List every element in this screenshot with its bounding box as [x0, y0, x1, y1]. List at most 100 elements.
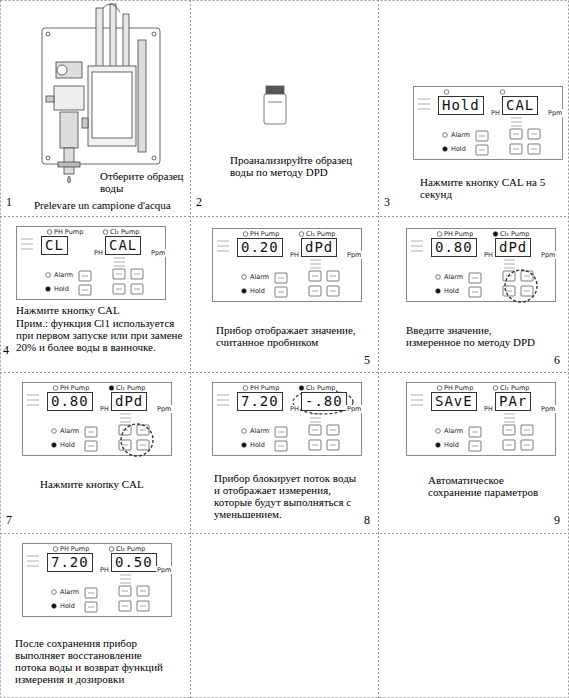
indicator-led — [500, 90, 505, 95]
key-symbol — [88, 607, 94, 608]
key-symbol — [278, 292, 284, 293]
probe — [123, 14, 129, 68]
step-panel: Нажмите кнопку CALПрим.: функция Cl1 исп… — [0, 216, 190, 372]
step-panel: Проанализируйте образец воды по методу D… — [190, 0, 378, 216]
scale-mark — [217, 400, 229, 401]
display-label: Ppm — [540, 251, 556, 259]
scale-mark — [310, 422, 321, 423]
display-label: PH Pump — [443, 384, 474, 392]
display-label: Hold — [443, 287, 460, 295]
key-symbol — [134, 289, 140, 290]
display-label: Cl₂ Pump — [115, 384, 146, 392]
key-symbol — [479, 150, 485, 151]
tap-handle — [58, 162, 80, 167]
key-button — [503, 425, 515, 435]
valve-knob — [57, 65, 67, 75]
grid-line — [0, 216, 569, 217]
step-panel: Нажмите кнопку CAL7PH PumpCl₂ Pump0.80PH… — [0, 372, 190, 533]
key-symbol — [472, 446, 478, 447]
display-label: Cl₂ Pump — [115, 545, 146, 553]
scale-mark — [411, 400, 423, 401]
display-label: PH Pump — [249, 384, 280, 392]
key-button — [85, 588, 97, 598]
key-symbol — [122, 445, 128, 446]
scale-mark — [21, 244, 33, 245]
key-symbol — [479, 136, 485, 137]
display-label: Cl₂ Pump — [499, 384, 530, 392]
scale-mark — [504, 268, 515, 269]
scale-mark — [217, 246, 229, 247]
key-symbol — [116, 274, 122, 275]
key-button — [275, 273, 287, 283]
key-button — [309, 286, 321, 296]
display-label: Cl₂ Pump — [109, 228, 140, 236]
display-label: PH Pump — [59, 384, 90, 392]
vial-mark — [268, 102, 282, 103]
scale-mark — [120, 422, 131, 423]
indicator-led — [46, 287, 51, 292]
lcd-readout: 0.80 — [431, 238, 477, 257]
key-button — [113, 284, 125, 294]
step-number: 4 — [3, 344, 15, 356]
key-button — [119, 586, 131, 596]
key-symbol — [312, 291, 318, 292]
step-caption: Прибор блокирует поток воды и отображает… — [214, 472, 364, 520]
scale-mark — [27, 566, 39, 567]
display-label: PH — [483, 251, 494, 259]
key-symbol — [513, 134, 519, 135]
key-symbol — [506, 445, 512, 446]
indicator-led — [299, 386, 304, 391]
indicator-led — [242, 443, 247, 448]
key-button — [327, 440, 339, 450]
indicator-led — [109, 386, 114, 391]
scale-mark — [411, 251, 423, 252]
step-caption: Нажмите кнопку CAL на 5 секунд — [420, 176, 560, 200]
scale-mark — [120, 579, 131, 580]
indicator-led — [493, 232, 498, 237]
step-panel: Введите значение, измеренное по методу D… — [378, 216, 569, 372]
indicator-led — [243, 232, 248, 237]
key-button — [79, 285, 91, 295]
step-number: 8 — [364, 514, 376, 526]
connector — [82, 118, 88, 128]
display-label: Ppm — [540, 405, 556, 413]
indicator-led — [299, 232, 304, 237]
scale-mark — [411, 405, 423, 406]
step-caption: Нажмите кнопку CAL — [16, 304, 186, 316]
step-panel: Прибор отображает значение, считанное пр… — [190, 216, 378, 372]
controller-display: PH PumpCl₂ Pump0.20PHdPdPpmAlarmHold — [212, 228, 362, 302]
display-label: Alarm — [443, 427, 464, 435]
key-symbol — [506, 430, 512, 431]
indicator-led — [53, 386, 58, 391]
step-caption: После сохранения прибор выполняет восста… — [15, 637, 165, 685]
display-label: Ppm — [346, 405, 362, 413]
sample-tap — [64, 148, 74, 174]
display-label: PH — [99, 566, 110, 574]
display-decoration — [414, 87, 564, 161]
scale-mark — [511, 126, 522, 127]
key-symbol — [312, 430, 318, 431]
display-label: Alarm — [59, 588, 80, 596]
key-symbol — [330, 291, 336, 292]
scale-mark — [21, 239, 33, 240]
step-number: 5 — [364, 354, 376, 366]
key-button — [119, 440, 131, 450]
scale-mark — [411, 395, 423, 396]
grid-line — [378, 0, 379, 698]
key-symbol — [312, 276, 318, 277]
controller-display: PH PumpCl₂ Pump0.80PHdPdPpmAlarmHold — [22, 382, 172, 456]
step-number: 3 — [384, 196, 396, 208]
key-button — [131, 284, 143, 294]
indicator-led — [443, 147, 448, 152]
lcd-readout: SAvE — [431, 392, 477, 411]
scale-mark — [217, 405, 229, 406]
key-symbol — [140, 430, 146, 431]
display-label: PH — [93, 249, 104, 257]
display-label: Alarm — [249, 273, 270, 281]
display-label: PH — [289, 405, 300, 413]
display-label: PH — [483, 405, 494, 413]
scale-mark — [27, 405, 39, 406]
indicator-led — [493, 386, 498, 391]
scale-mark — [310, 268, 321, 269]
scale-mark — [120, 575, 131, 576]
